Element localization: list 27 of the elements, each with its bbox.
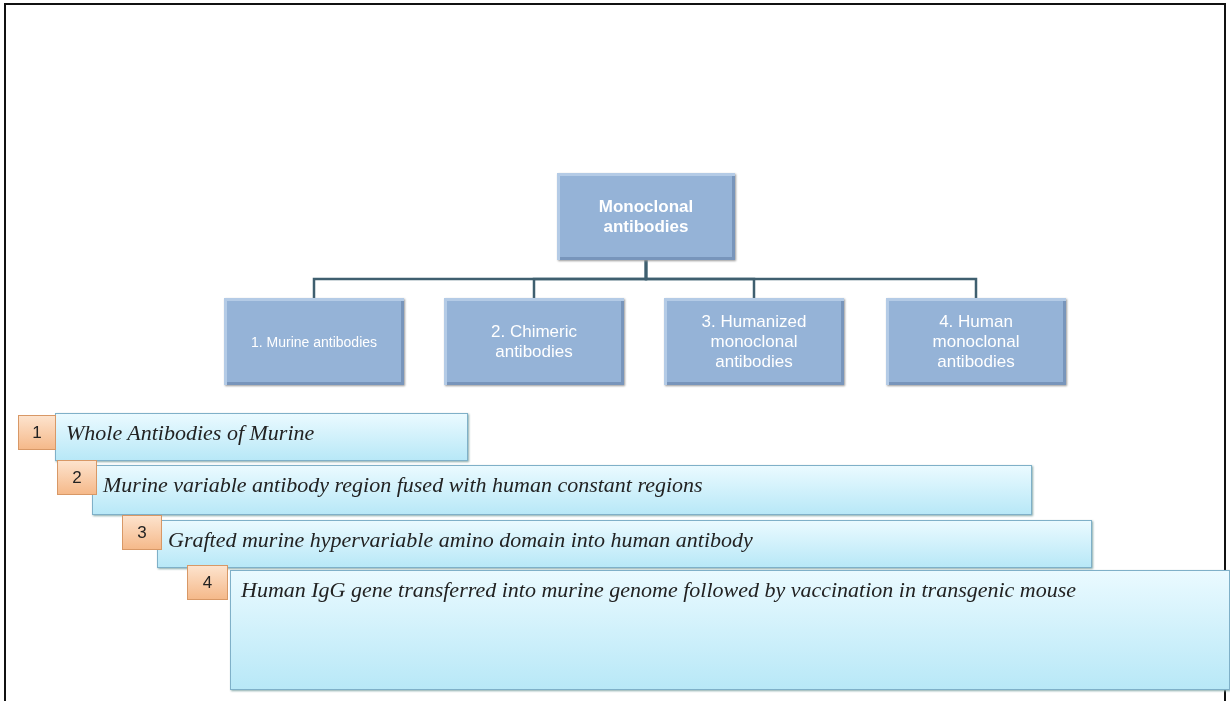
category-box xyxy=(224,298,404,385)
node-text: 3 xyxy=(137,522,147,543)
node-text: 3. Humanized monoclonal antibodies xyxy=(700,311,808,372)
node-text: 4. Human monoclonal antibodies xyxy=(931,311,1021,372)
connector-line xyxy=(644,260,978,298)
node-text: 2. Chimeric antibodies xyxy=(490,321,578,362)
description-card xyxy=(55,413,468,461)
description-card xyxy=(230,570,1230,690)
node-text: Grafted murine hypervariable amino domain into human antibody xyxy=(168,527,753,553)
number-badge xyxy=(57,460,97,495)
node-text: Human IgG gene transferred into murine genome followed by vaccination in transgenic mouse xyxy=(241,577,1077,603)
node-text: Monoclonal antibodies xyxy=(597,196,695,237)
description-card xyxy=(157,520,1092,568)
node-text: 4 xyxy=(202,572,213,593)
number-badge xyxy=(18,415,56,450)
number-badge xyxy=(187,565,228,600)
process-box xyxy=(557,173,735,260)
category-box xyxy=(444,298,624,385)
description-card xyxy=(92,465,1032,515)
node-text: 1 xyxy=(32,422,42,443)
number-badge xyxy=(122,515,162,550)
node-text: 2 xyxy=(72,467,82,488)
node-text: 1. Murine antibodies xyxy=(250,333,378,350)
category-box xyxy=(886,298,1066,385)
node-text: Whole Antibodies of Murine xyxy=(66,420,315,446)
category-box xyxy=(664,298,844,385)
node-text: Murine variable antibody region fused with human constant regions xyxy=(103,472,703,498)
